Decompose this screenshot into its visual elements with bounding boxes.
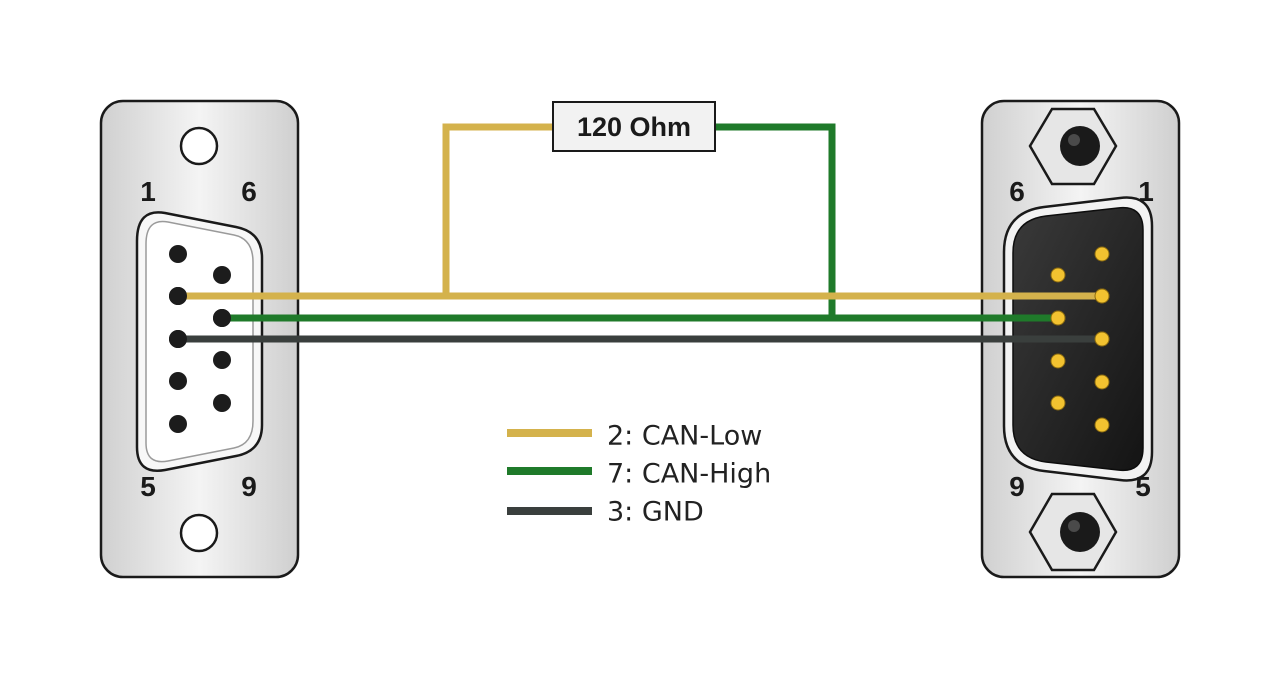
can-high-female-end (213, 309, 231, 327)
resistor-wire-can-high (714, 123, 836, 318)
male-pin-9 (1050, 395, 1066, 411)
resistor-label: 120 Ohm (577, 112, 691, 142)
wires (169, 123, 1110, 348)
female-label-top-right: 6 (241, 176, 257, 207)
male-pin-4 (1094, 374, 1110, 390)
male-label-top-left: 6 (1009, 176, 1025, 207)
male-label-bottom-left: 9 (1009, 471, 1025, 502)
male-hex-standoff-bottom (1028, 492, 1118, 572)
female-screw-hole-top (179, 126, 219, 166)
resistor: 120 Ohm (552, 101, 716, 152)
resistor-wire-can-low (442, 123, 556, 296)
female-pin-6 (213, 266, 231, 284)
gnd-male-end (1094, 331, 1110, 347)
legend-label-gnd: 3: GND (607, 497, 704, 528)
legend-label-can-low: 2: CAN-Low (607, 421, 762, 452)
gnd-female-end (169, 330, 187, 348)
legend: 2: CAN-Low 7: CAN-High 3: GND (507, 421, 771, 528)
male-pin-1 (1094, 246, 1110, 262)
female-label-top-left: 1 (140, 176, 156, 207)
male-label-bottom-right: 5 (1135, 471, 1151, 502)
male-pin-5 (1094, 417, 1110, 433)
female-pin-8 (213, 351, 231, 369)
female-db9-connector: 1 6 5 9 (99, 99, 300, 579)
female-screw-hole-bottom (179, 513, 219, 553)
female-label-bottom-right: 9 (241, 471, 257, 502)
can-low-female-end (169, 287, 187, 305)
male-label-top-right: 1 (1138, 176, 1154, 207)
female-pin-1 (169, 245, 187, 263)
resistor-box (552, 101, 716, 152)
female-pin-4 (169, 372, 187, 390)
can-high-male-end (1050, 310, 1066, 326)
male-pin-6 (1050, 267, 1066, 283)
female-label-bottom-left: 5 (140, 471, 156, 502)
can-low-male-end (1094, 288, 1110, 304)
female-pin-9 (213, 394, 231, 412)
legend-label-can-high: 7: CAN-High (607, 459, 771, 490)
male-pin-8 (1050, 353, 1066, 369)
male-hex-standoff-top (1028, 107, 1118, 186)
female-pin-5 (169, 415, 187, 433)
